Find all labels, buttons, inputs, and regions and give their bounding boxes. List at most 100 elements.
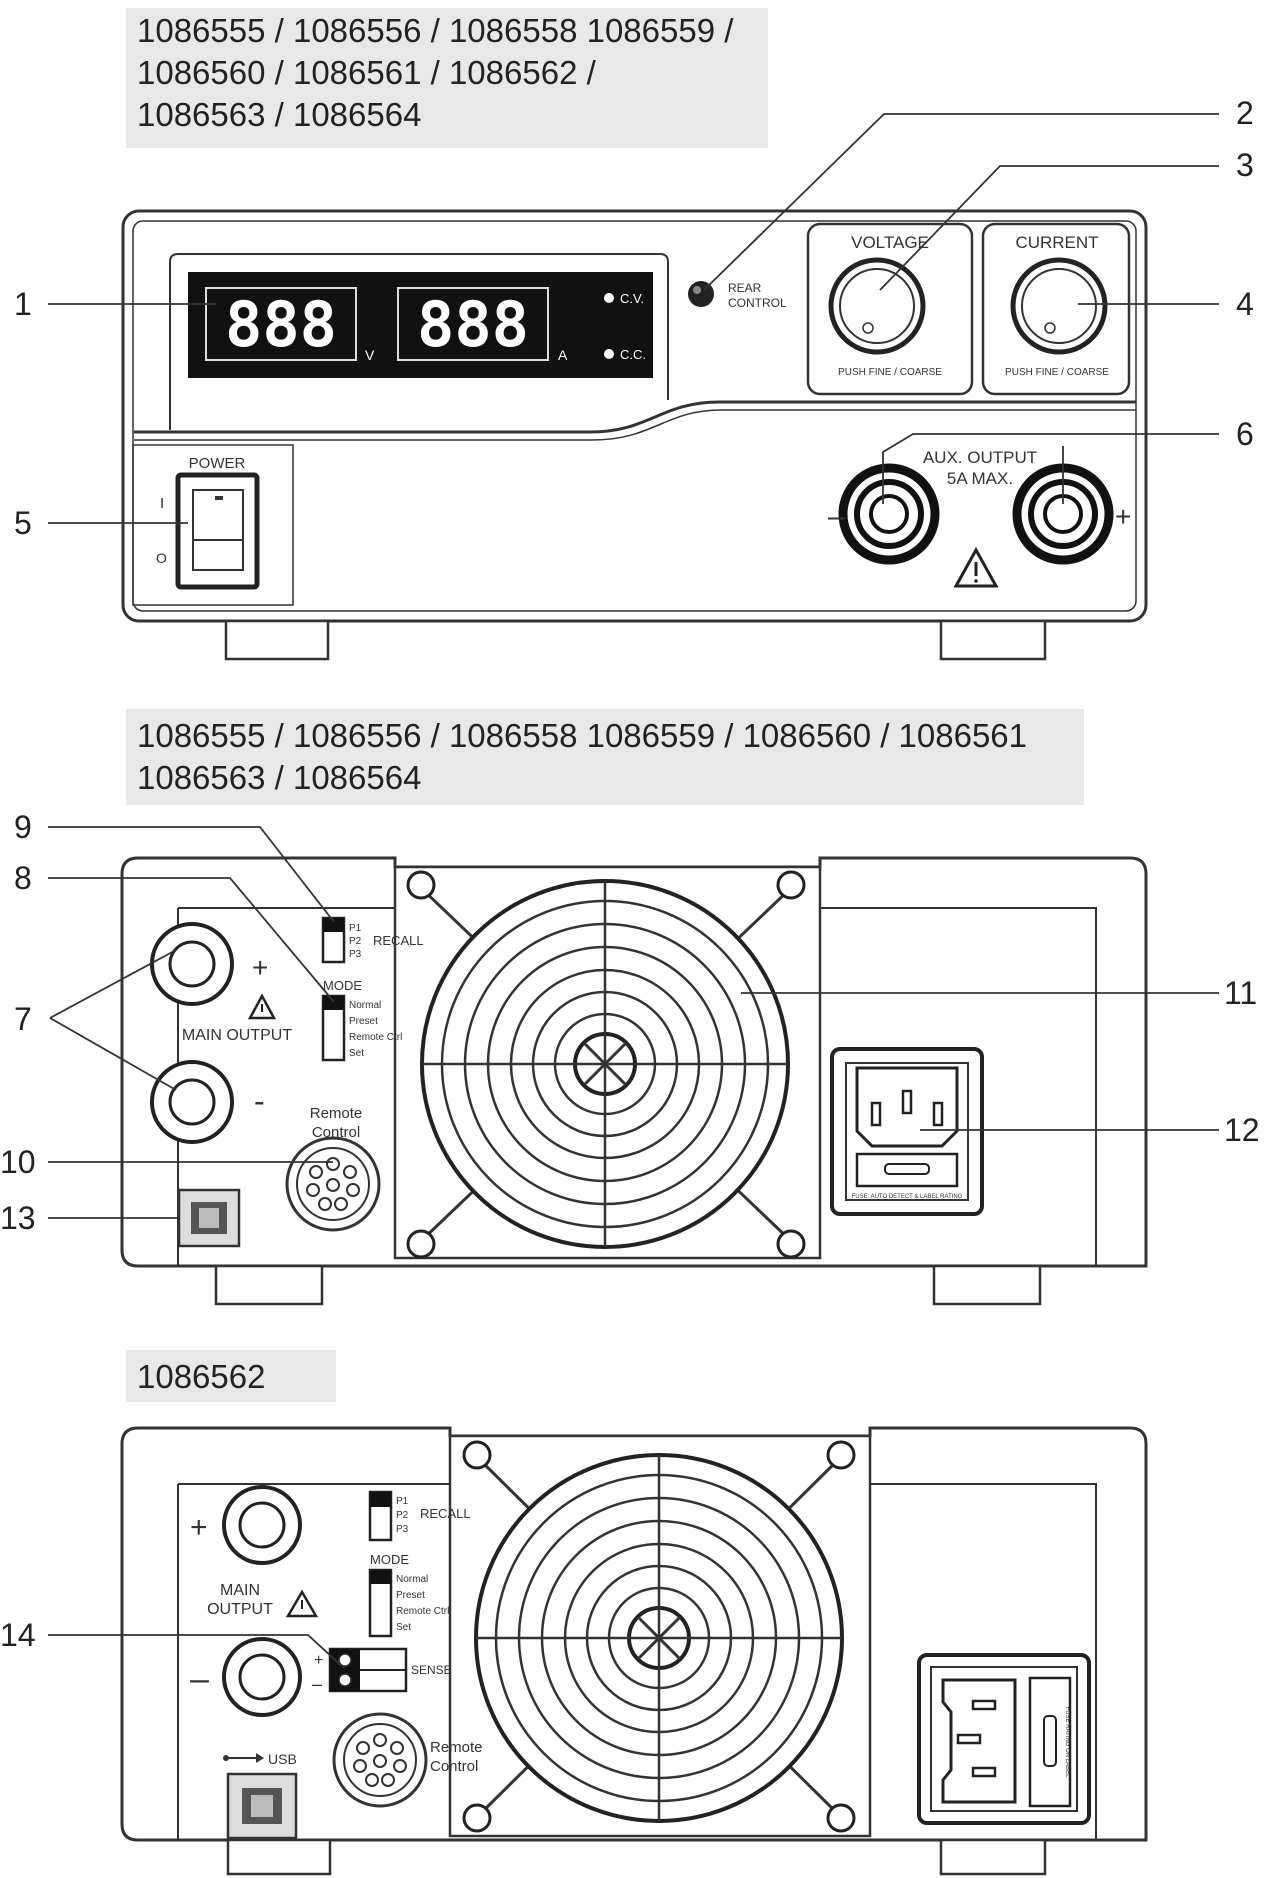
callout-3: 3 (1236, 147, 1254, 183)
rear2-recall-label: RECALL (420, 1506, 471, 1521)
rear2-main-output-negative[interactable] (222, 1637, 302, 1717)
current-readout: 888 (417, 288, 529, 361)
callout-7: 7 (14, 1001, 32, 1037)
rear1-main-output-positive[interactable] (150, 922, 234, 1006)
rear1-recall-p3: P3 (349, 949, 362, 960)
rear1-usb-port[interactable] (177, 1188, 241, 1248)
rear1-mode-switch[interactable] (321, 994, 346, 1062)
rear1-main-output-negative[interactable] (150, 1060, 234, 1144)
rear2-remote-label-2: Control (430, 1758, 478, 1775)
rear1-recall-p1: P1 (349, 923, 362, 934)
rear2-remote-label-1: Remote (430, 1739, 483, 1756)
rear2-fuse-note: FUSE RATING ON LABEL (1064, 1707, 1070, 1779)
rear1-foot-left (214, 1264, 324, 1306)
rear2-recall-switch[interactable] (368, 1490, 393, 1542)
rear1-models-line-2: 1086563 / 1086564 (137, 759, 421, 796)
callout-8: 8 (14, 860, 32, 896)
rear1-warning-triangle-icon (247, 993, 277, 1020)
rear2-mode-normal: Normal (396, 1574, 428, 1585)
rear2-recall-p1: P1 (396, 1496, 409, 1507)
rear2-sense-minus: – (312, 1674, 322, 1694)
rear2-callout-lines (48, 1634, 345, 1669)
current-knob-title: CURRENT (1015, 233, 1098, 252)
rear1-mode-set: Set (349, 1048, 364, 1059)
voltage-knob-title: VOLTAGE (851, 233, 929, 252)
rear1-power-inlet[interactable] (830, 1047, 984, 1216)
callout-11: 11 (1224, 975, 1257, 1011)
cc-label: C.C. (620, 347, 646, 362)
rear2-recall-p2: P2 (396, 1510, 409, 1521)
front-foot-left (224, 619, 330, 661)
rear1-fuse-note: FUSE: AUTO DETECT & LABEL RATING (852, 1194, 963, 1200)
rear2-mode-set: Set (396, 1622, 411, 1633)
rear2-sense-plus: + (314, 1652, 323, 1669)
rear2-models-caption-box (126, 1350, 336, 1402)
rear2-sense-terminal[interactable] (328, 1647, 408, 1693)
rear2-recall-p3: P3 (396, 1524, 409, 1535)
power-off-mark: O (156, 550, 167, 566)
voltage-knob-marker (862, 322, 874, 334)
voltage-readout: 888 (225, 288, 337, 361)
led-display: 888 V 888 A C.V. C.C. (188, 272, 653, 378)
rear1-recall-switch[interactable] (321, 916, 346, 964)
rear1-mode-preset: Preset (349, 1016, 378, 1027)
rear2-usb-port[interactable] (226, 1772, 298, 1840)
current-display-frame (397, 287, 549, 361)
rear1-plus-sign: + (252, 952, 268, 983)
rear2-mode-preset: Preset (396, 1590, 425, 1601)
front-callout-lines (48, 113, 1219, 524)
rear1-main-output-label: MAIN OUTPUT (182, 1027, 292, 1044)
callout-2: 2 (1236, 95, 1254, 131)
cc-indicator-led (604, 349, 614, 359)
callout-9: 9 (14, 809, 32, 845)
rear2-main-output-label-1: MAIN (220, 1582, 260, 1599)
rear1-recall-label: RECALL (373, 933, 424, 948)
rear1-remote-control-port[interactable] (285, 1136, 381, 1232)
front-models-line-2: 1086560 / 1086561 / 1086562 / (137, 54, 597, 91)
front-models-caption-box (126, 8, 768, 148)
rear2-power-inlet[interactable] (917, 1653, 1091, 1825)
warning-triangle-icon (953, 546, 999, 588)
rear2-cooling-fan (448, 1434, 872, 1838)
rear2-warning-triangle-icon (285, 1589, 319, 1618)
callout-13: 13 (0, 1200, 36, 1236)
rear1-recall-p2: P2 (349, 936, 362, 947)
rear2-plus-sign: + (190, 1511, 208, 1544)
callout-6: 6 (1236, 416, 1254, 452)
rear2-sense-label: SENSE (411, 1663, 452, 1677)
rear2-minus-sign: – (190, 1660, 209, 1698)
voltage-unit: V (365, 347, 375, 363)
callout-1: 1 (14, 286, 32, 322)
cv-label: C.V. (620, 291, 644, 306)
power-on-mark: I (160, 495, 164, 512)
aux-output-label-2: 5A MAX. (947, 469, 1013, 488)
front-foot-right (939, 619, 1047, 661)
aux-plus-sign: + (1115, 501, 1131, 532)
rear1-models-caption-box (126, 709, 1084, 805)
rear2-usb-label: USB (268, 1751, 297, 1767)
rear2-mode-label: MODE (370, 1552, 409, 1567)
front-models-line-3: 1086563 / 1086564 (137, 96, 421, 133)
rear2-mode-remote-ctrl: Remote Ctrl (396, 1606, 449, 1617)
rear-control-label-2: CONTROL (728, 296, 787, 310)
aux-output-terminal-negative[interactable] (838, 463, 940, 565)
callout-14: 14 (0, 1617, 36, 1653)
rear1-mode-label: MODE (323, 978, 362, 993)
rear1-minus-sign: - (254, 1083, 265, 1119)
callout-12: 12 (1224, 1112, 1260, 1148)
rear1-models-line-1: 1086555 / 1086556 / 1086558 1086559 / 10… (137, 717, 1027, 754)
rear2-mode-switch[interactable] (368, 1568, 393, 1638)
aux-output-terminal-positive[interactable] (1012, 463, 1114, 565)
rear1-remote-label-1: Remote (310, 1105, 363, 1122)
rear2-foot-left (226, 1838, 332, 1876)
callout-4: 4 (1236, 286, 1254, 322)
voltage-display-frame (205, 287, 357, 361)
rear1-cooling-fan (393, 865, 822, 1260)
rear2-main-output-positive[interactable] (222, 1485, 302, 1565)
usb-icon (223, 1753, 264, 1763)
rear2-remote-control-port[interactable] (332, 1712, 428, 1808)
current-knob-caption: PUSH FINE / COARSE (1005, 367, 1109, 378)
rear1-mode-remote-ctrl: Remote Ctrl (349, 1032, 402, 1043)
rear-control-label-1: REAR (728, 281, 762, 295)
